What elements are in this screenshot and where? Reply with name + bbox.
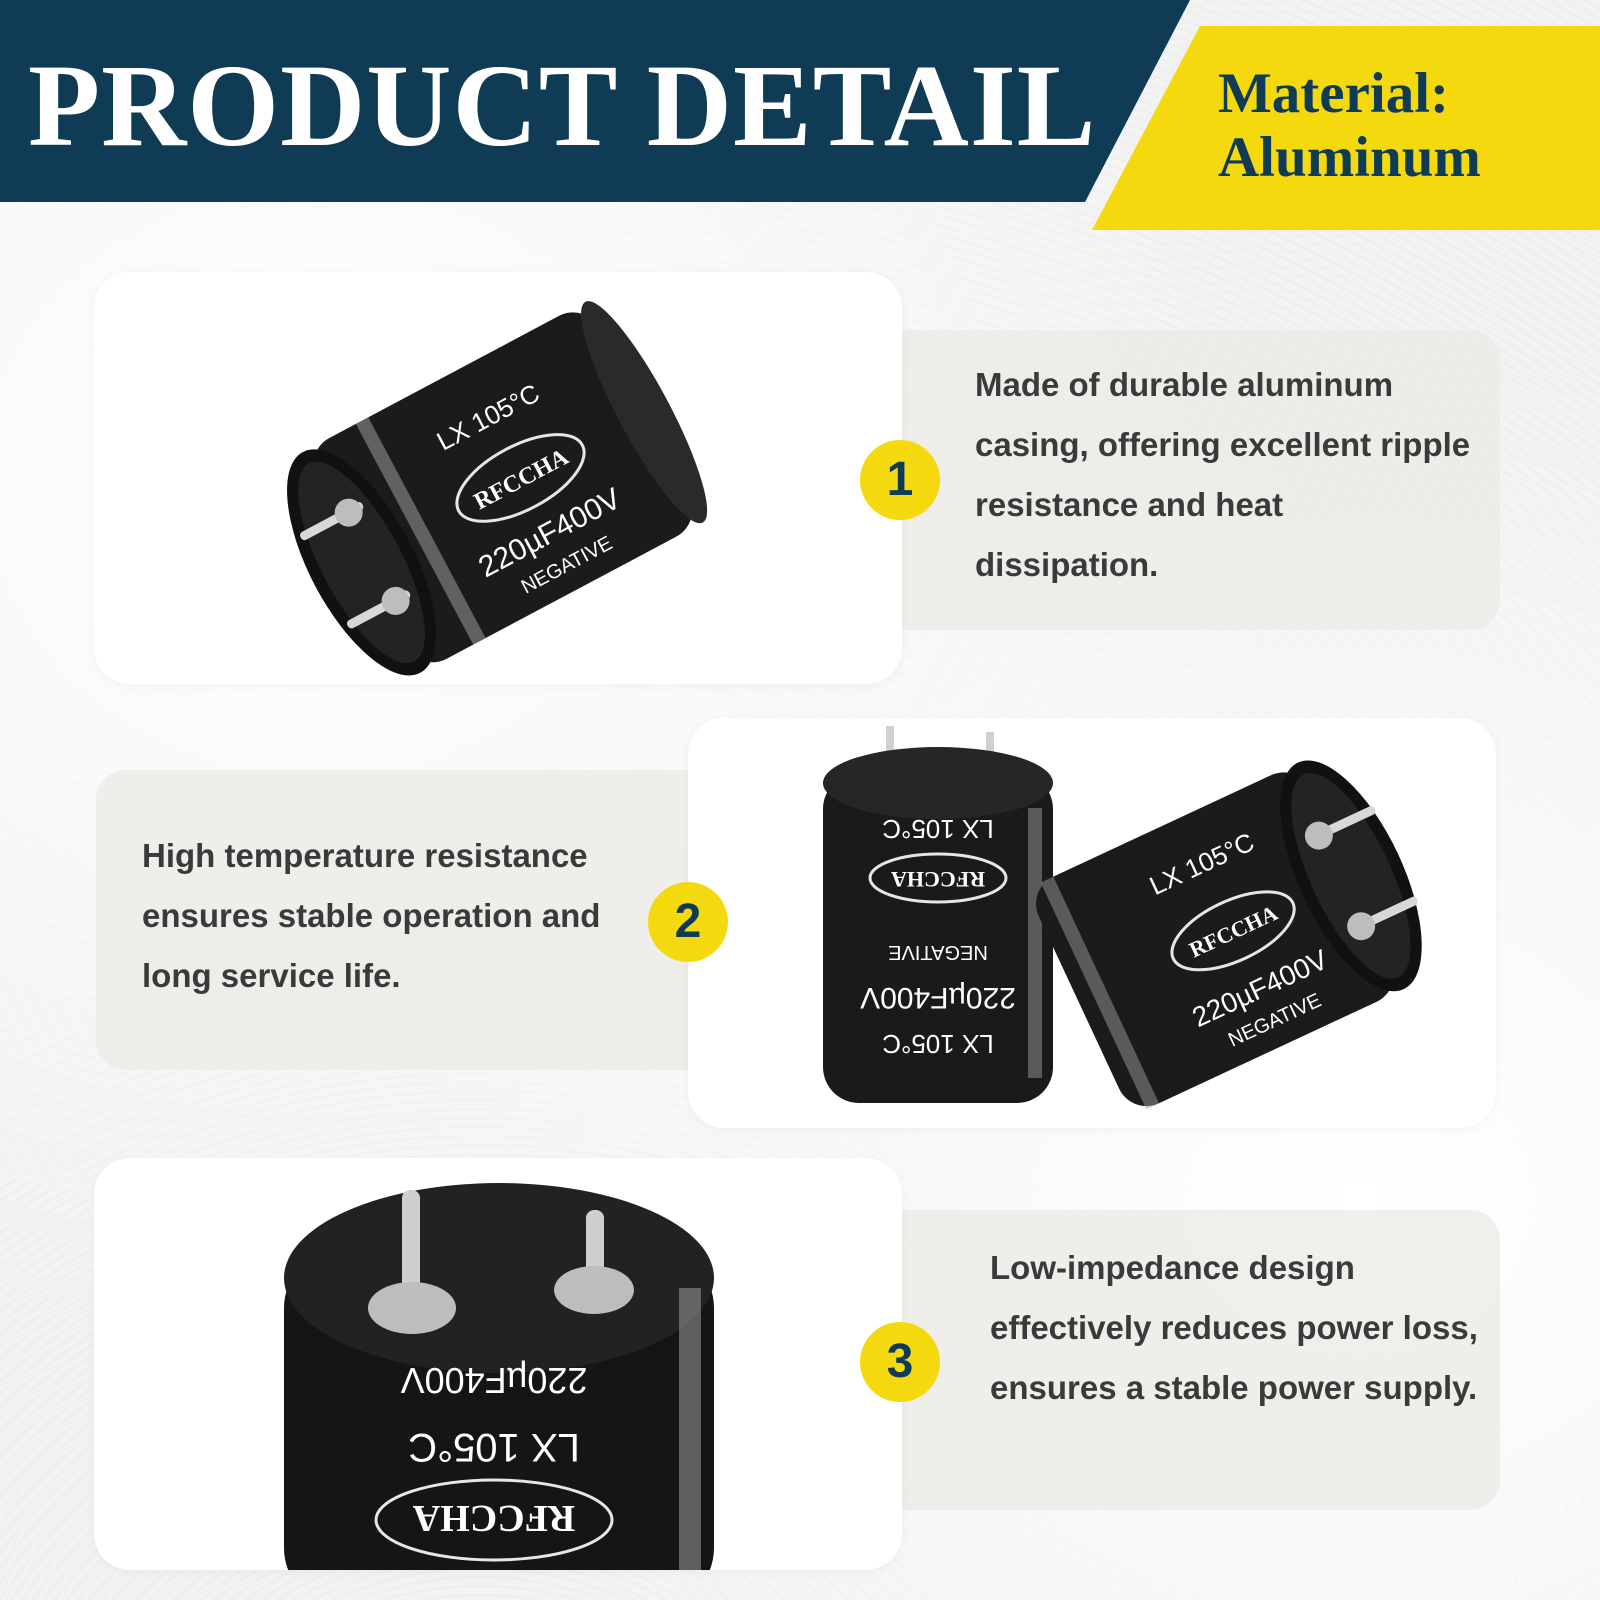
material-tag: Material: Aluminum xyxy=(1218,62,1578,190)
yellow-tag xyxy=(1092,26,1600,230)
material-label: Material: xyxy=(1218,62,1450,125)
svg-text:LX 105°C: LX 105°C xyxy=(882,814,994,844)
feature-3-number-badge: 3 xyxy=(860,1322,940,1402)
feature-3-description: Low-impedance design effectively reduces… xyxy=(990,1249,1478,1406)
capacitor-pair-image: RFCCHA LX 105°C NEGATIVE 220µF400V LX 10… xyxy=(823,726,1422,1110)
feature-1-description: Made of durable aluminum casing, offerin… xyxy=(975,366,1471,583)
feature-1-image-card: RFCCHA LX 105°C 220µF400V NEGATIVE xyxy=(94,272,902,684)
feature-3-panel xyxy=(870,1210,1500,1510)
feature-1-panel xyxy=(870,330,1500,630)
material-value: Aluminum xyxy=(1218,126,1481,189)
feature-2-panel xyxy=(96,770,736,1070)
svg-text:RFCCHA: RFCCHA xyxy=(891,867,985,892)
feature-3-image-card: 220µF400V LX 105°C RFCCHA xyxy=(94,1158,902,1570)
capacitor-tilted-image: RFCCHA LX 105°C 220µF400V NEGATIVE xyxy=(287,301,708,676)
feature-2-number-badge: 2 xyxy=(648,882,728,962)
header-shapes xyxy=(0,0,1600,230)
navy-banner xyxy=(0,0,1190,202)
svg-text:LX 105°C: LX 105°C xyxy=(882,1029,994,1059)
svg-text:NEGATIVE: NEGATIVE xyxy=(888,941,988,963)
svg-text:RFCCHA: RFCCHA xyxy=(412,1497,575,1539)
feature-2-description: High temperature resistance ensures stab… xyxy=(142,837,601,994)
svg-text:220µF400V: 220µF400V xyxy=(860,981,1016,1014)
header-banner: PRODUCT DETAIL Material: Aluminum xyxy=(0,0,1600,230)
feature-1-number-badge: 1 xyxy=(860,440,940,520)
feature-2-image-card: RFCCHA LX 105°C NEGATIVE 220µF400V LX 10… xyxy=(688,718,1496,1128)
svg-text:220µF400V: 220µF400V xyxy=(401,1360,588,1401)
capacitor-closeup-image: 220µF400V LX 105°C RFCCHA xyxy=(284,1183,714,1570)
page-title: PRODUCT DETAIL xyxy=(28,40,1097,171)
svg-text:LX 105°C: LX 105°C xyxy=(408,1425,580,1469)
